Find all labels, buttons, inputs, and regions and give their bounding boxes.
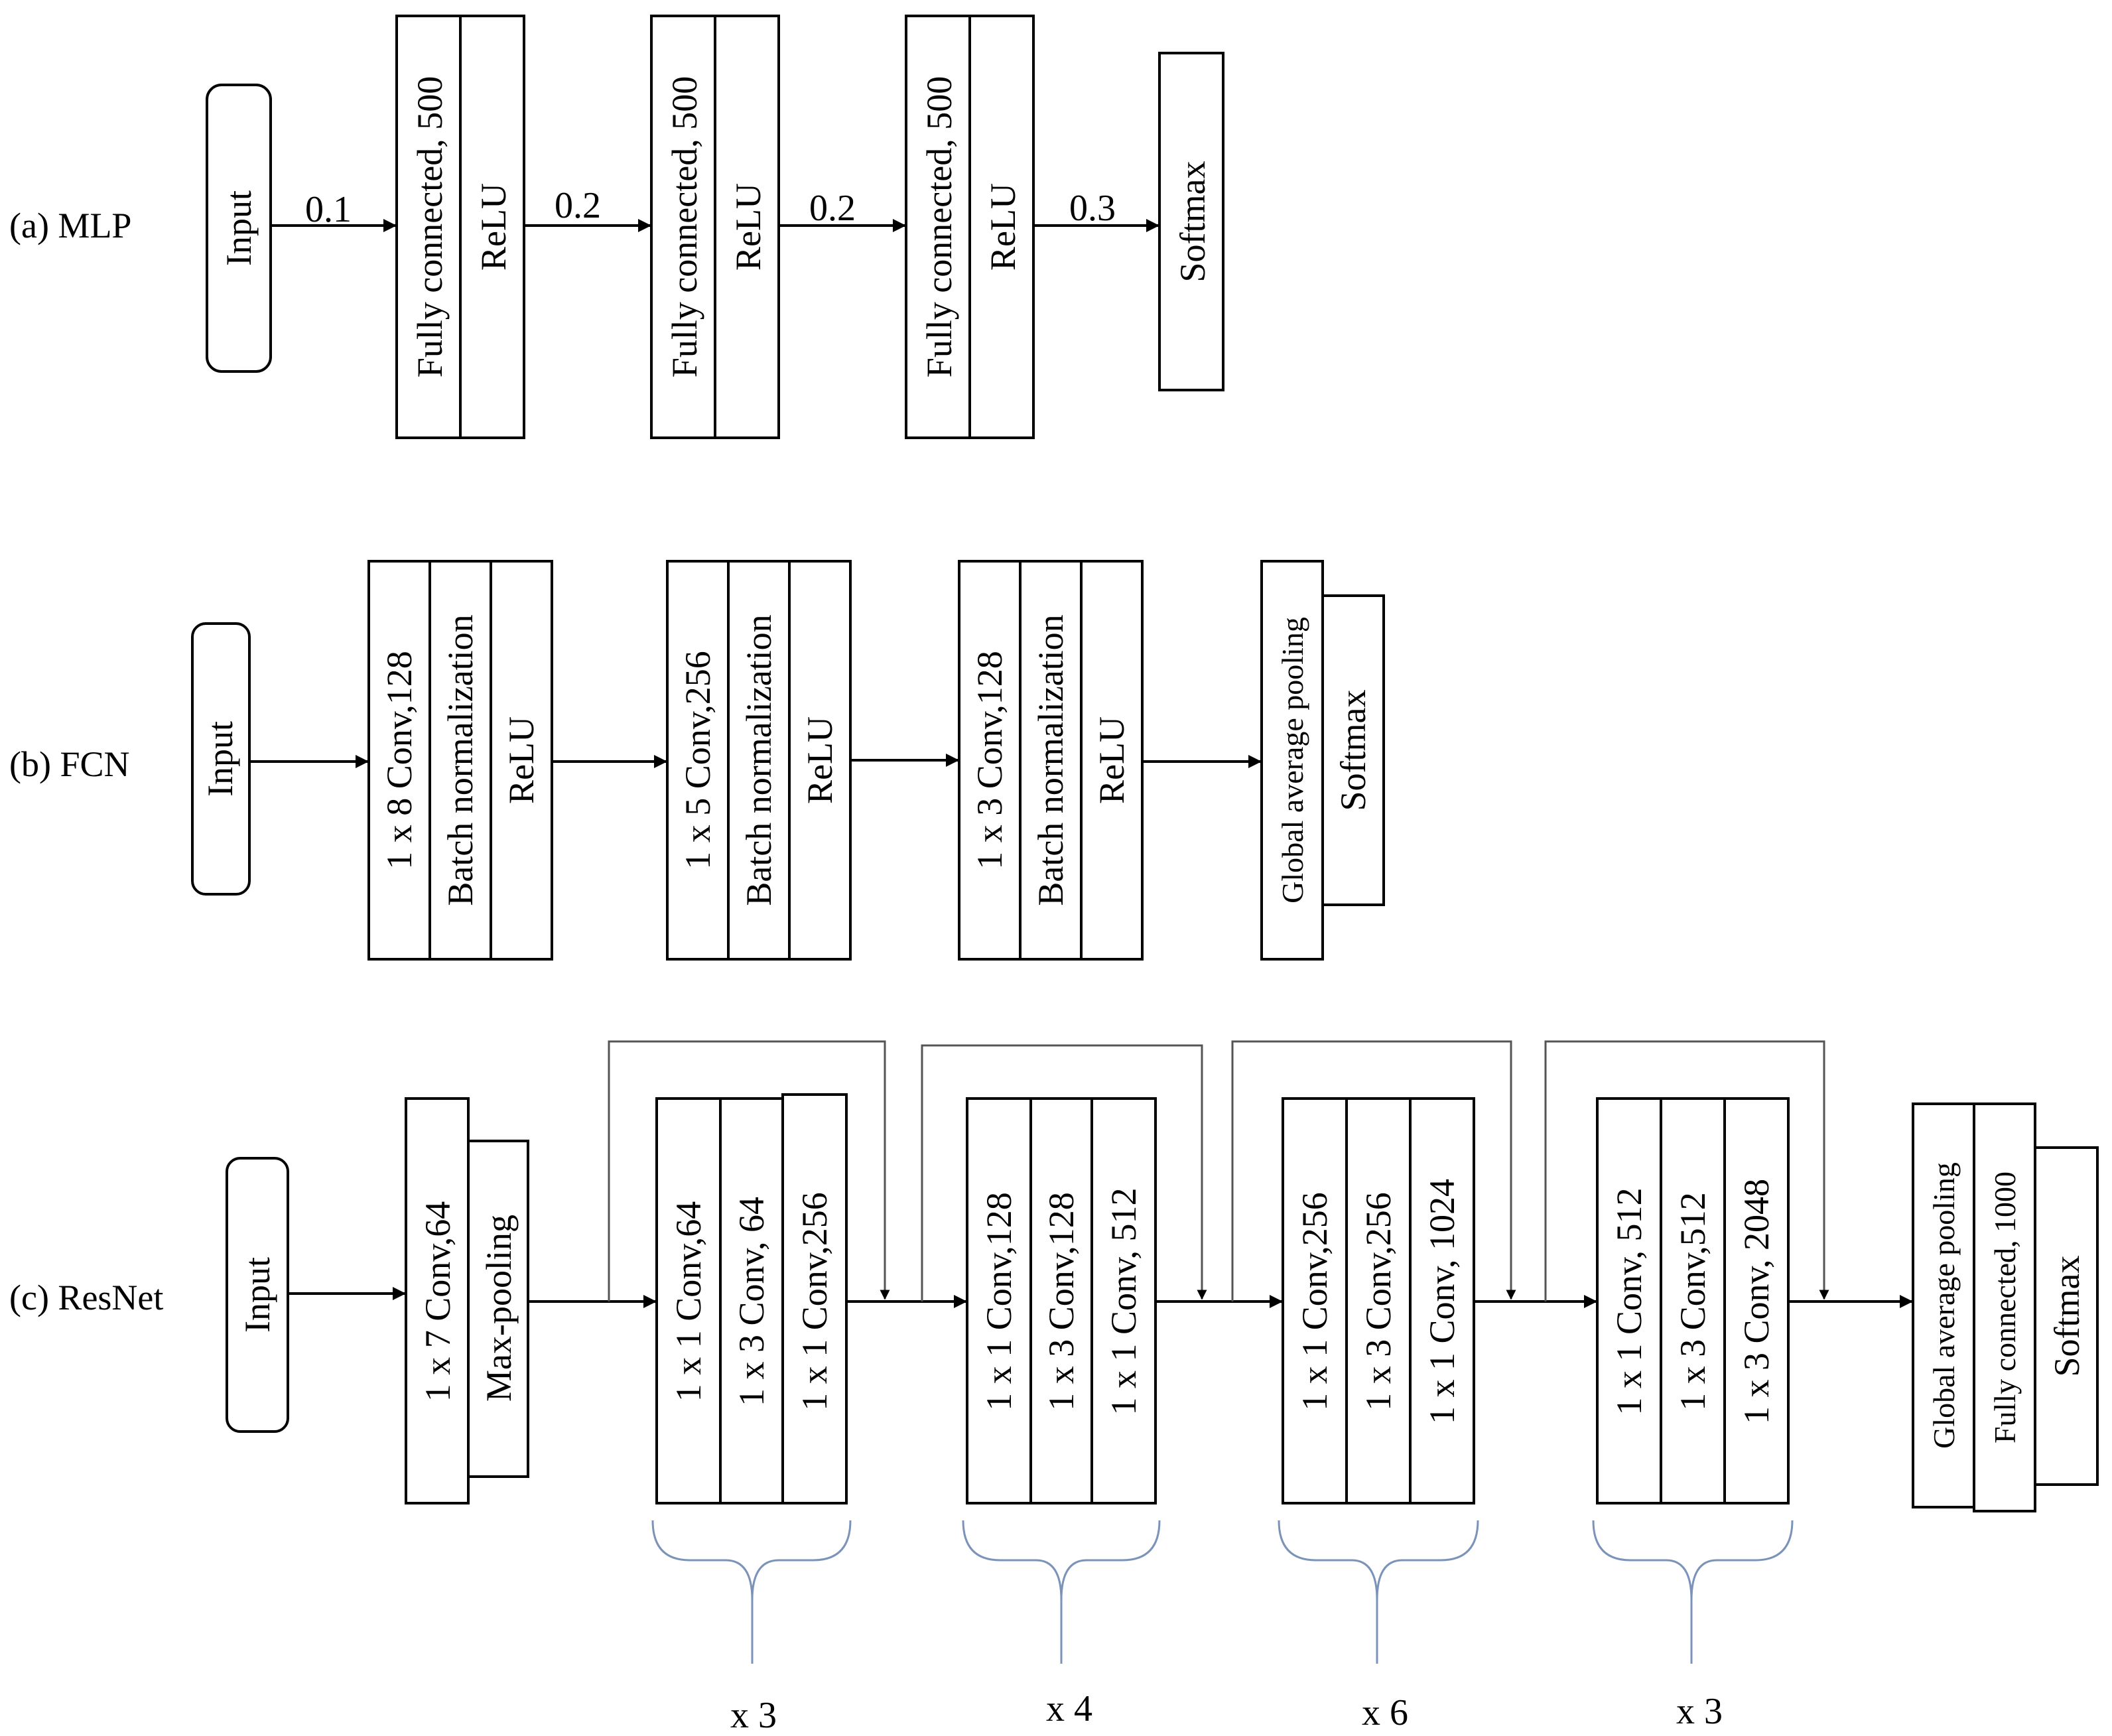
resnet-s3-layer-3: 1 x 1 Conv, 1024 (1422, 1179, 1462, 1424)
resnet-s3-layer-2: 1 x 3 Conv,256 (1358, 1192, 1398, 1411)
mlp-fc-2-label: Fully connected, 500 (665, 76, 704, 377)
resnet-repeat-3: x 6 (1362, 1692, 1408, 1733)
resnet-s2-layer-1: 1 x 1 Conv,128 (979, 1192, 1019, 1411)
mlp-row: (a) MLP Input Fully connected, 500 ReLU … (9, 15, 1224, 439)
resnet-brace-4 (1592, 1520, 1794, 1664)
resnet-softmax-box (2034, 1146, 2099, 1486)
resnet-s4-layer-2: 1 x 3 Conv,512 (1673, 1192, 1713, 1411)
resnet-brace-3 (1278, 1520, 1479, 1664)
mlp-block-1: Fully connected, 500 ReLU (395, 15, 525, 439)
resnet-s2-layer-2: 1 x 3 Conv,128 (1041, 1192, 1081, 1411)
resnet-stem-conv-label: 1 x 7 Conv,64 (418, 1201, 458, 1402)
resnet-stem-pool-label: Max-pooling (479, 1215, 519, 1402)
mlp-input-box (206, 84, 272, 373)
resnet-stage-1: 1 x 1 Conv,64 1 x 3 Conv, 64 1 x 1 Conv,… (655, 1093, 848, 1504)
fcn-row: (b) FCN Input 1 x 8 Conv,128 Batch norma… (9, 560, 1385, 961)
mlp-softmax-box (1158, 52, 1224, 391)
mlp-dropout-4: 0.3 (1069, 188, 1116, 229)
resnet-stage-3: 1 x 1 Conv,256 1 x 3 Conv,256 1 x 1 Conv… (1282, 1097, 1475, 1504)
fcn-block-2: 1 x 5 Conv,256 Batch normalization ReLU (666, 560, 852, 961)
mlp-block-3: Fully connected, 500 ReLU (905, 15, 1035, 439)
resnet-s1-layer-1: 1 x 1 Conv,64 (669, 1201, 708, 1402)
resnet-row-label: (c) ResNet (9, 1278, 163, 1317)
fcn-input-box (191, 622, 251, 896)
resnet-s4-layer-1: 1 x 1 Conv, 512 (1609, 1187, 1649, 1415)
mlp-fc-3-label: Fully connected, 500 (919, 76, 959, 377)
mlp-relu-1-label: ReLU (474, 183, 513, 271)
resnet-s2-layer-3: 1 x 1 Conv, 512 (1104, 1187, 1144, 1415)
mlp-dropout-3: 0.2 (809, 188, 856, 229)
fcn-gap-label: Global average pooling (1276, 617, 1309, 903)
mlp-dropout-1: 0.1 (305, 189, 352, 230)
resnet-stem: 1 x 7 Conv,64 Max-pooling (405, 1097, 529, 1504)
resnet-skip-2 (921, 1044, 1207, 1302)
mlp-input-label: Input (219, 190, 259, 266)
fcn-bn-3-label: Batch normalization (1031, 614, 1071, 905)
resnet-s3-layer-1: 1 x 1 Conv,256 (1295, 1192, 1335, 1411)
resnet-softmax-label: Softmax (2047, 1256, 2087, 1377)
resnet-brace-1 (651, 1520, 852, 1664)
resnet-repeat-4: x 3 (1676, 1691, 1723, 1732)
fcn-input-label: Input (200, 721, 240, 797)
resnet-head: Global average pooling Fully connected, … (1912, 1102, 2099, 1512)
mlp-softmax-label: Softmax (1173, 161, 1213, 283)
resnet-skip-1 (608, 1040, 890, 1302)
resnet-fc-box (1973, 1102, 2036, 1512)
mlp-relu-2-label: ReLU (728, 183, 768, 271)
fcn-conv-1-label: 1 x 8 Conv,128 (379, 651, 419, 870)
resnet-row: (c) ResNet Input 1 x 7 Conv,64 Max-pooli… (9, 1040, 2099, 1736)
fcn-row-label: (b) FCN (9, 744, 130, 784)
mlp-dropout-2: 0.2 (555, 185, 601, 226)
fcn-softmax-label: Softmax (1333, 690, 1373, 811)
resnet-stem-conv-box (405, 1097, 470, 1504)
resnet-input-label: Input (237, 1257, 277, 1333)
resnet-s1-layer-2: 1 x 3 Conv, 64 (732, 1197, 771, 1406)
fcn-relu-2-label: ReLU (800, 716, 840, 804)
resnet-fc-label: Fully connected, 1000 (1988, 1171, 2022, 1443)
resnet-gap-box (1912, 1102, 1975, 1508)
mlp-relu-3-label: ReLU (983, 183, 1023, 271)
mlp-block-2: Fully connected, 500 ReLU (650, 15, 780, 439)
resnet-stage-4: 1 x 1 Conv, 512 1 x 3 Conv,512 1 x 3 Con… (1596, 1097, 1790, 1504)
mlp-fc-1-label: Fully connected, 500 (410, 76, 450, 377)
fcn-conv-2-label: 1 x 5 Conv,256 (678, 651, 718, 870)
mlp-row-label: (a) MLP (9, 206, 131, 245)
resnet-repeat-2: x 4 (1046, 1688, 1092, 1729)
fcn-block-3: 1 x 3 Conv,128 Batch normalization ReLU (958, 560, 1144, 961)
resnet-gap-label: Global average pooling (1927, 1162, 1961, 1449)
resnet-brace-2 (962, 1520, 1161, 1664)
fcn-relu-3-label: ReLU (1092, 716, 1132, 804)
fcn-block-1: 1 x 8 Conv,128 Batch normalization ReLU (367, 560, 553, 961)
resnet-skip-4 (1544, 1040, 1829, 1302)
resnet-s1-layer-3: 1 x 1 Conv,256 (795, 1192, 834, 1411)
resnet-repeat-1: x 3 (730, 1695, 777, 1736)
fcn-softmax-box (1321, 594, 1385, 906)
fcn-bn-2-label: Batch normalization (739, 614, 779, 905)
fcn-relu-1-label: ReLU (501, 716, 541, 804)
resnet-s4-layer-3: 1 x 3 Conv, 2048 (1737, 1179, 1776, 1424)
fcn-conv-3-label: 1 x 3 Conv,128 (970, 651, 1010, 870)
fcn-bn-1-label: Batch normalization (440, 614, 480, 905)
resnet-stage-2: 1 x 1 Conv,128 1 x 3 Conv,128 1 x 1 Conv… (966, 1097, 1157, 1504)
fcn-gap-box (1260, 560, 1324, 961)
resnet-skip-3 (1231, 1040, 1516, 1302)
fcn-head: Global average pooling Softmax (1260, 560, 1385, 961)
resnet-stem-pool-box (467, 1140, 529, 1478)
